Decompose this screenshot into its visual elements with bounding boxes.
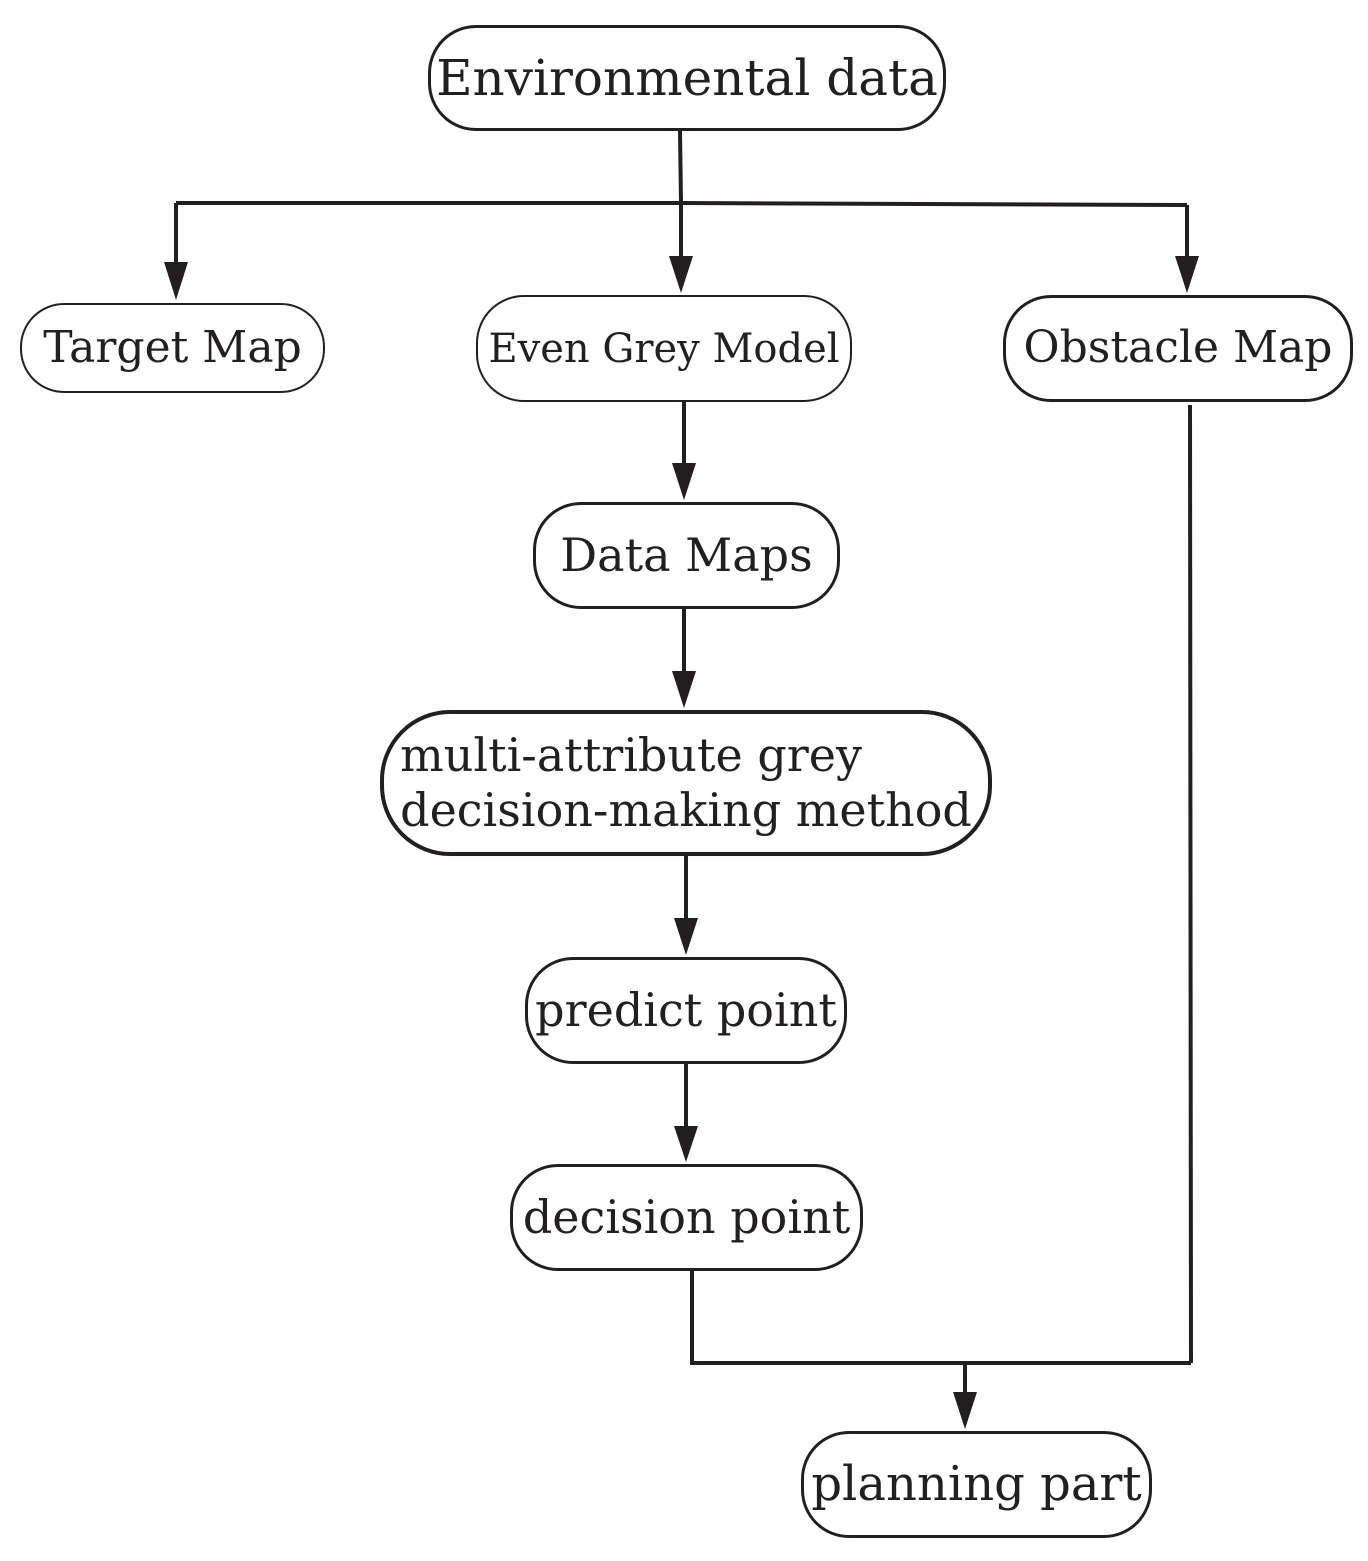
node-planning-part: planning part: [801, 1431, 1152, 1538]
node-even-grey-model-label: Even Grey Model: [488, 325, 840, 372]
node-decision-point-label: decision point: [522, 1189, 851, 1244]
node-madm-label-line2: decision-making method: [400, 783, 972, 837]
connector-obstacle-down: [1188, 404, 1193, 1364]
node-target-map: Target Map: [20, 303, 325, 393]
node-multi-attribute-grey-decision-making-method: multi-attribute grey decision-making met…: [380, 710, 992, 856]
node-environmental-data-label: Environmental data: [436, 49, 938, 107]
arrowhead-target-map: [164, 262, 188, 300]
node-decision-point: decision point: [510, 1164, 863, 1271]
arrowhead-predict-point: [674, 918, 698, 955]
node-predict-point-label: predict point: [535, 982, 837, 1037]
node-environmental-data: Environmental data: [428, 25, 946, 131]
node-planning-part-label: planning part: [811, 1455, 1142, 1512]
node-obstacle-map-label: Obstacle Map: [1023, 322, 1333, 374]
node-madm-label-line1: multi-attribute grey: [400, 727, 862, 782]
arrowhead-even-grey-model: [669, 256, 693, 293]
node-target-map-label: Target Map: [43, 321, 302, 373]
connector-env-trunk: [678, 130, 683, 204]
connector-decision-merge: [690, 1271, 1191, 1365]
node-even-grey-model: Even Grey Model: [476, 295, 852, 402]
node-madm-text: multi-attribute grey decision-making met…: [400, 728, 972, 838]
node-predict-point: predict point: [525, 957, 847, 1064]
node-obstacle-map: Obstacle Map: [1003, 295, 1353, 402]
arrowhead-decision-point: [674, 1126, 698, 1162]
node-data-maps: Data Maps: [533, 502, 840, 609]
arrowhead-madm: [672, 671, 696, 708]
arrowhead-planning-part: [953, 1392, 977, 1429]
arrowhead-data-maps: [672, 463, 696, 500]
node-data-maps-label: Data Maps: [560, 527, 813, 582]
arrowhead-obstacle-map: [1175, 256, 1199, 293]
